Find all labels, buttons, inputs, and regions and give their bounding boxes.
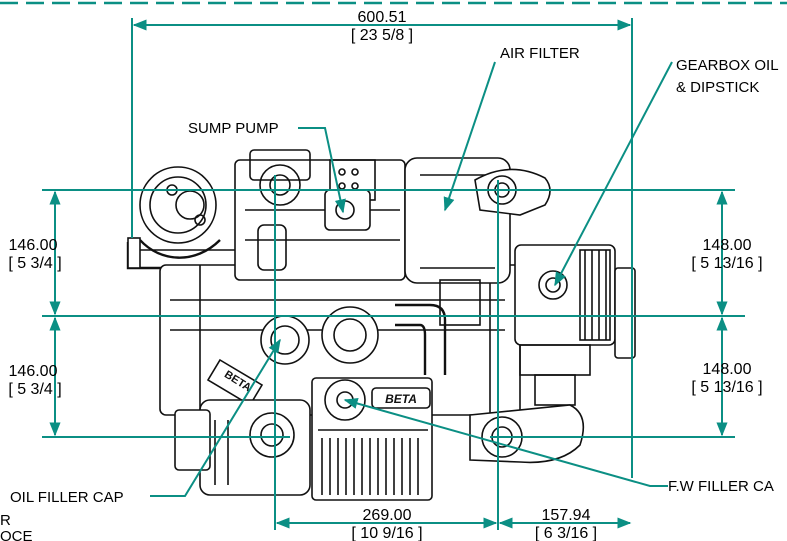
water-pump-pulley — [469, 404, 585, 464]
oil-filler-cap-part — [260, 315, 310, 365]
timing-cover-disk — [321, 306, 379, 364]
dim-bottom-right-metric: 157.94 — [542, 507, 591, 524]
badge-beta-exchanger: BETA — [385, 392, 417, 406]
label-dipstick: & DIPSTICK — [676, 79, 759, 96]
dim-overall-imperial: [ 23 5/8 ] — [351, 27, 413, 44]
dim-overall-metric: 600.51 — [358, 9, 407, 26]
dim-bottom-mid-imperial: [ 10 9/16 ] — [351, 525, 422, 541]
dim-bottom-right-imperial: [ 6 3/16 ] — [535, 525, 597, 541]
dim-left-upper-metric: 146.00 — [9, 237, 58, 254]
dim-right-upper-metric: 148.00 — [703, 237, 752, 254]
dim-right-upper-imperial: [ 5 13/16 ] — [691, 255, 762, 272]
dim-left-upper-imperial: [ 5 3/4 ] — [8, 255, 61, 272]
dim-left-lower-imperial: [ 5 3/4 ] — [8, 381, 61, 398]
crank-pulley-left — [139, 166, 221, 259]
label-cut-left-1: R — [0, 512, 11, 529]
label-sump-pump: SUMP PUMP — [188, 120, 279, 137]
label-fw-filler-cap: F.W FILLER CA — [668, 478, 774, 495]
dim-left-lower-metric: 146.00 — [9, 363, 58, 380]
alternator-pulley — [199, 399, 311, 496]
dim-bottom-mid-metric: 269.00 — [363, 507, 412, 524]
dimension-lines — [42, 18, 745, 530]
exhaust-pipe — [395, 303, 447, 375]
label-gearbox-oil: GEARBOX OIL — [676, 57, 779, 74]
sump-pump-body — [324, 189, 371, 231]
dim-right-lower-imperial: [ 5 13/16 ] — [691, 379, 762, 396]
dim-right-lower-metric: 148.00 — [703, 361, 752, 378]
label-air-filter: AIR FILTER — [500, 45, 580, 62]
leader-lines — [150, 61, 673, 497]
engine-illustration — [126, 149, 636, 501]
label-cut-left-2: OCE — [0, 528, 33, 541]
cylinder-head — [234, 149, 406, 281]
label-oil-filler-cap: OIL FILLER CAP — [10, 489, 124, 506]
left-engine-mount — [174, 409, 211, 471]
